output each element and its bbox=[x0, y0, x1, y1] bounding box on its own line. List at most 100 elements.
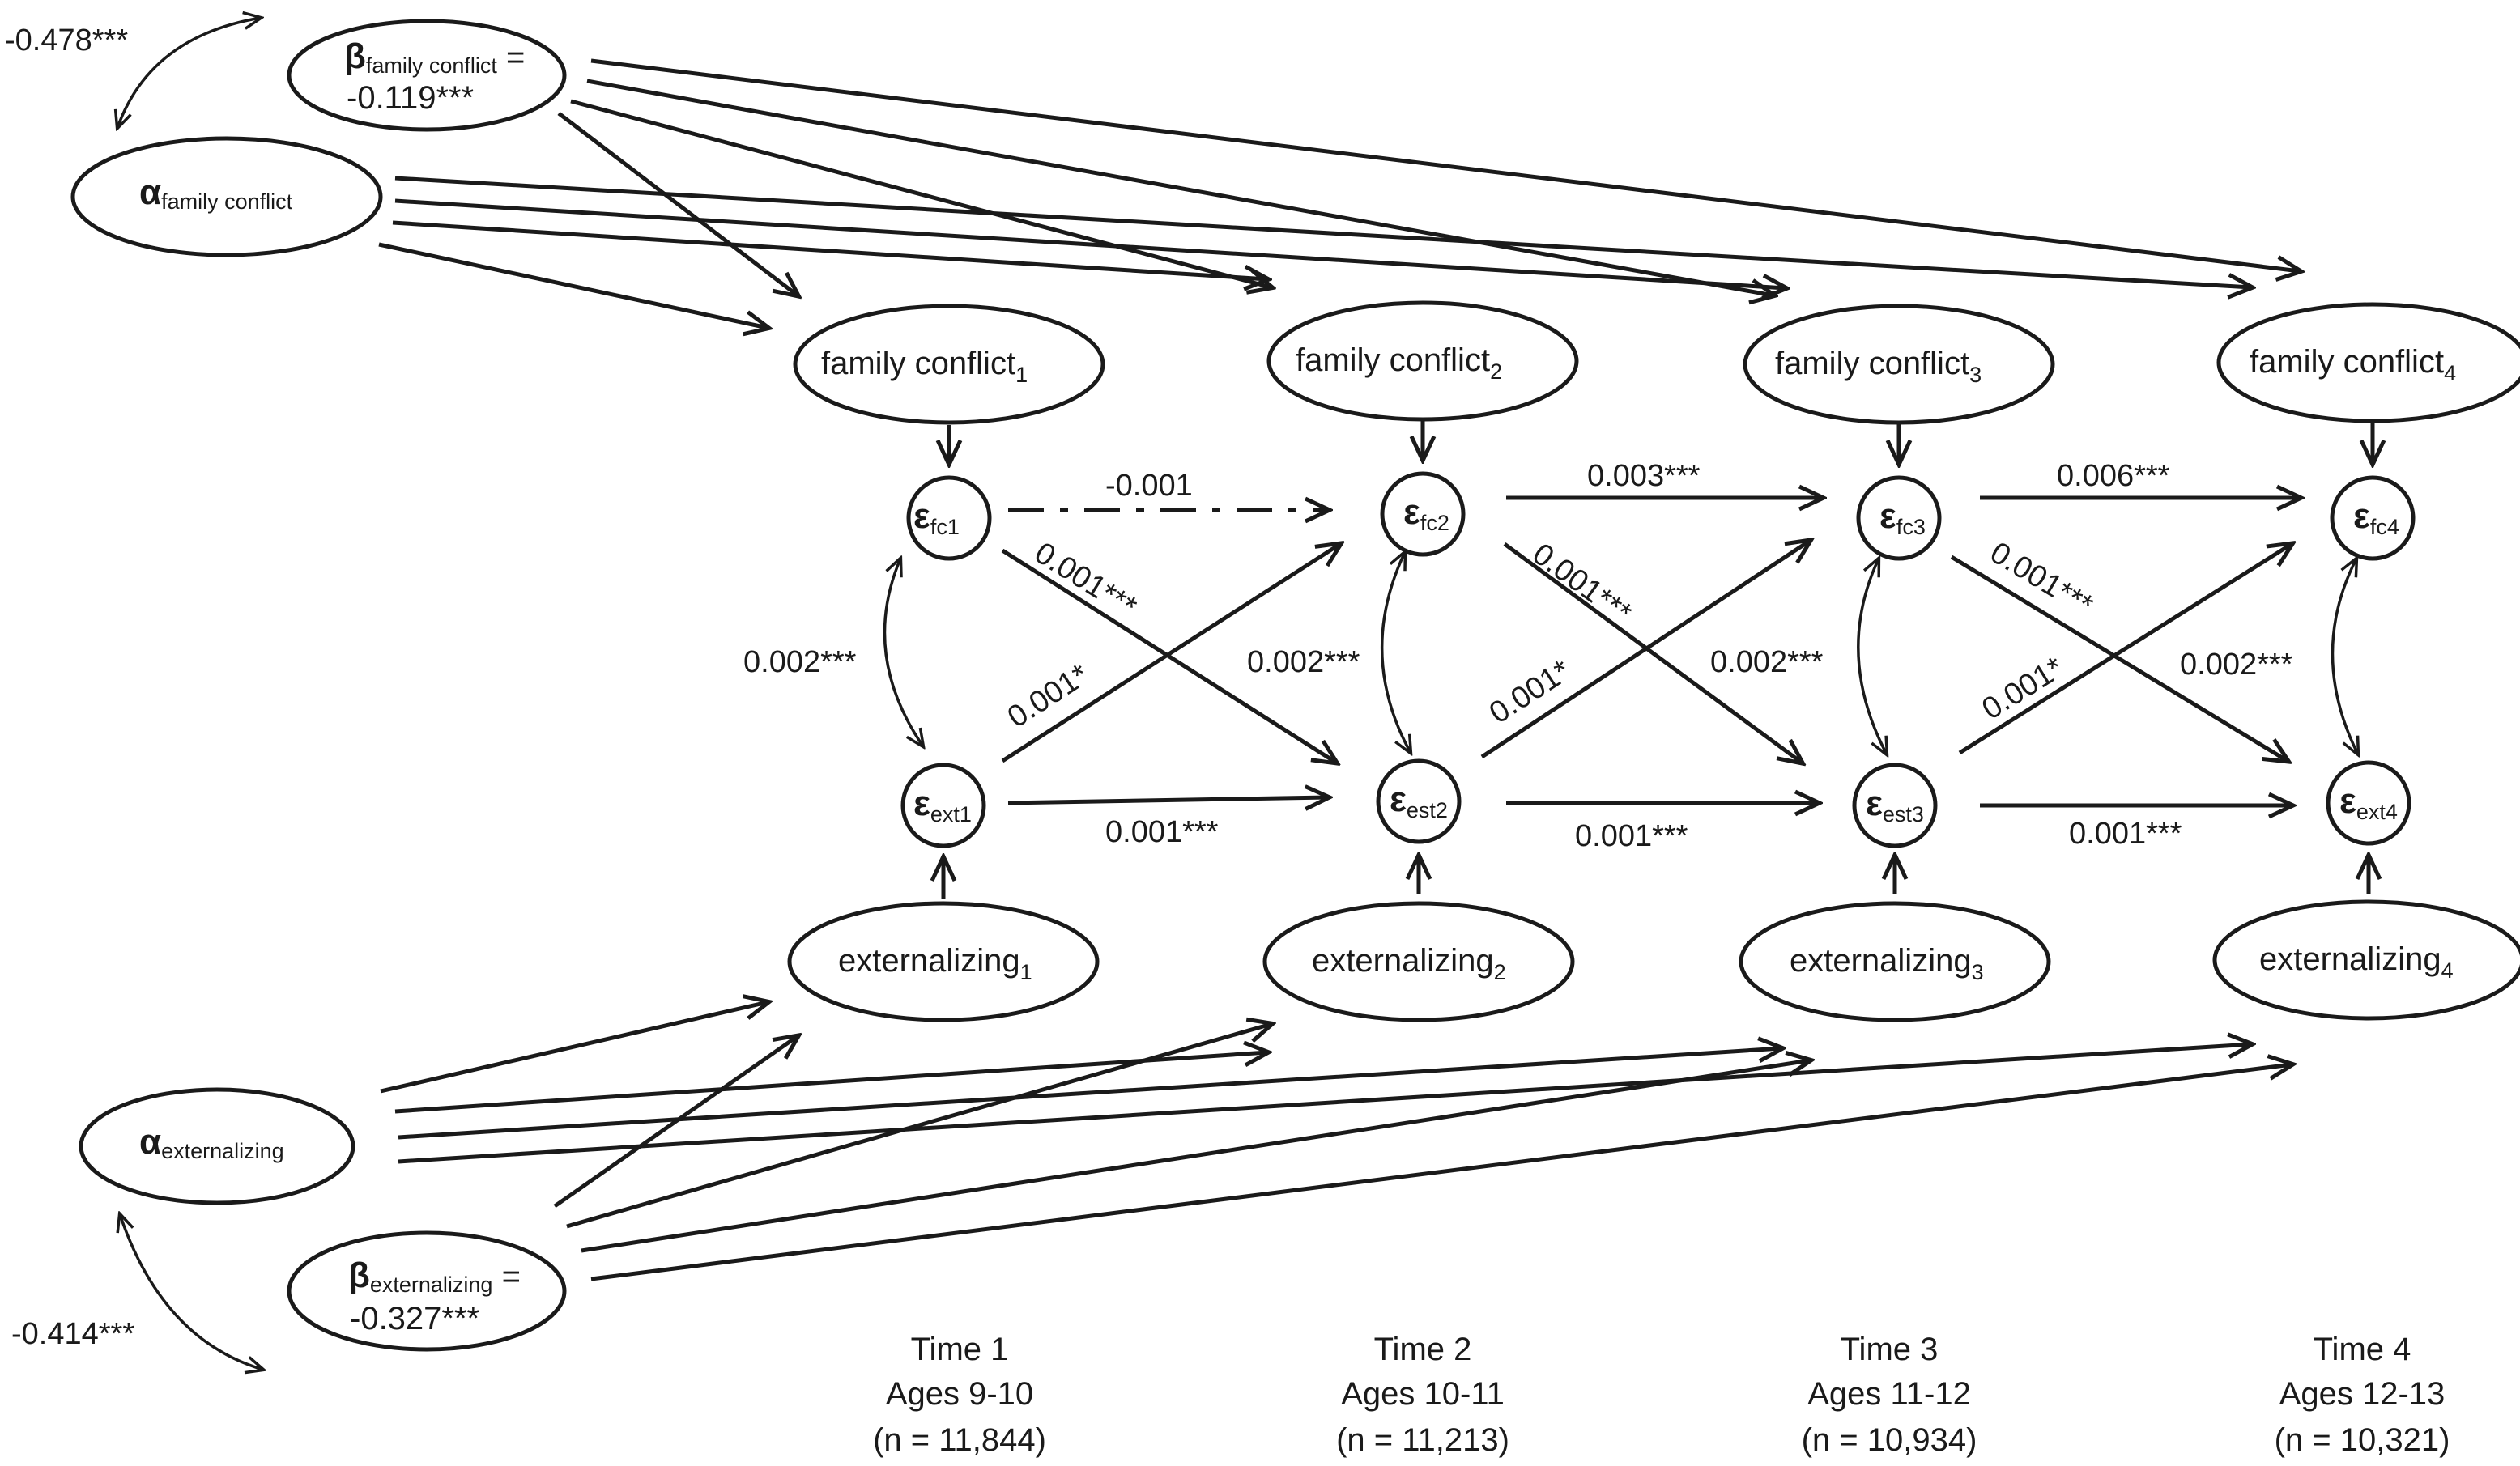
ext1-to-fc2-label: 0.001* bbox=[1002, 657, 1095, 734]
family-conflict-3-node: family conflict3 bbox=[1743, 304, 2055, 425]
within-cov-2-label: 0.002*** bbox=[1247, 645, 1360, 679]
within-cov-1 bbox=[883, 559, 923, 746]
eps-ext1-subscript: ext1 bbox=[930, 802, 972, 826]
time-3-label: Time 3 bbox=[1841, 1332, 1939, 1367]
fc4-label: family conflict bbox=[2250, 344, 2444, 380]
eps-ext2-subscript: est2 bbox=[1407, 798, 1448, 822]
beta-fc-value: -0.119*** bbox=[347, 80, 474, 116]
svg-text:εfc4: εfc4 bbox=[2353, 496, 2399, 539]
fc3-to-ext4 bbox=[1950, 555, 2288, 761]
residual-ext1-node: εext1 bbox=[900, 763, 986, 848]
fc1-index: 1 bbox=[1015, 363, 1028, 387]
fc1-label: family conflict bbox=[821, 346, 1015, 381]
alpha-fc-symbol: α bbox=[139, 172, 161, 212]
beta-fc-equals: = bbox=[497, 40, 525, 75]
time-3-n: (n = 10,934) bbox=[1802, 1422, 1977, 1458]
ext-auto-3-4-label: 0.001*** bbox=[2069, 817, 2182, 851]
time-1-label: Time 1 bbox=[911, 1332, 1009, 1367]
time-4-n: (n = 10,321) bbox=[2275, 1422, 2450, 1458]
externalizing-1-node: externalizing1 bbox=[787, 901, 1100, 1022]
time-3-ages: Ages 11-12 bbox=[1807, 1376, 1971, 1412]
beta-ext-subscript: externalizing bbox=[370, 1273, 493, 1297]
svg-text:externalizing1: externalizing1 bbox=[838, 943, 1032, 984]
eps-fc4-symbol: ε bbox=[2353, 496, 2370, 536]
time-1-n: (n = 11,844) bbox=[873, 1422, 1046, 1458]
time-2-ages: Ages 10-11 bbox=[1341, 1376, 1505, 1412]
alpha-fc-to-fc2 bbox=[392, 220, 1267, 279]
residual-ext4-node: εext4 bbox=[2326, 760, 2411, 846]
eps-ext2-symbol: ε bbox=[1390, 780, 1407, 819]
timepoint-3: Time 3 Ages 11-12 (n = 10,934) bbox=[1802, 1332, 1977, 1458]
nodes: βfamily conflict = -0.119*** αfamily con… bbox=[70, 19, 2520, 1352]
edges bbox=[117, 18, 2373, 1370]
fc-auto-3-4-label: 0.006*** bbox=[2057, 459, 2170, 493]
eps-ext3-subscript: est3 bbox=[1883, 802, 1924, 826]
beta-ext-value: -0.327*** bbox=[350, 1301, 479, 1336]
fc3-index: 3 bbox=[1969, 363, 1982, 387]
cov-fc-label: -0.478*** bbox=[5, 23, 128, 57]
residual-ext2-node: εest2 bbox=[1376, 758, 1462, 844]
residual-fc4-node: εfc4 bbox=[2330, 475, 2416, 561]
alpha-family-conflict-node: αfamily conflict bbox=[70, 136, 383, 257]
alpha-ext-to-ext4 bbox=[398, 1044, 2251, 1164]
within-cov-3 bbox=[1857, 559, 1887, 754]
within-cov-4-label: 0.002*** bbox=[2180, 648, 2293, 682]
alpha-externalizing-node: αexternalizing bbox=[79, 1087, 355, 1205]
ext4-index: 4 bbox=[2441, 958, 2454, 983]
fc-auto-1-2-label: -0.001 bbox=[1105, 469, 1193, 503]
alpha-fc-to-fc3 bbox=[394, 198, 1786, 288]
eps-ext3-symbol: ε bbox=[1866, 784, 1883, 823]
alpha-ext-to-ext1 bbox=[380, 1002, 768, 1094]
family-conflict-1-node: family conflict1 bbox=[793, 304, 1105, 425]
beta-ext-symbol: β bbox=[348, 1256, 370, 1295]
cov-alpha-beta-ext bbox=[120, 1214, 263, 1370]
ext-auto-1-2 bbox=[1007, 797, 1328, 803]
within-cov-4 bbox=[2331, 559, 2358, 754]
ext2-to-fc3-label: 0.001* bbox=[1483, 653, 1577, 730]
residual-ext3-node: εest3 bbox=[1852, 763, 1938, 848]
ext3-label: externalizing bbox=[1790, 943, 1972, 979]
fc3-label: family conflict bbox=[1775, 346, 1969, 381]
beta-fc-subscript: family conflict bbox=[366, 53, 498, 78]
fc1-to-ext2 bbox=[1001, 548, 1336, 763]
svg-text:family conflict4: family conflict4 bbox=[2250, 344, 2456, 385]
ext2-to-fc3 bbox=[1480, 541, 1810, 759]
ext1-index: 1 bbox=[1020, 960, 1032, 984]
svg-text:εest3: εest3 bbox=[1866, 784, 1924, 826]
alpha-ext-symbol: α bbox=[139, 1122, 161, 1162]
family-conflict-4-node: family conflict4 bbox=[2216, 302, 2520, 423]
beta-fc-symbol: β bbox=[344, 36, 366, 76]
time-2-label: Time 2 bbox=[1374, 1332, 1472, 1367]
timepoint-labels: Time 1 Ages 9-10 (n = 11,844) Time 2 Age… bbox=[873, 1332, 2450, 1458]
residual-fc3-node: εfc3 bbox=[1856, 475, 1942, 561]
alpha-ext-to-ext3 bbox=[398, 1048, 1781, 1140]
svg-text:externalizing2: externalizing2 bbox=[1312, 943, 1506, 984]
eps-fc1-subscript: fc1 bbox=[930, 515, 960, 539]
timepoint-4: Time 4 Ages 12-13 (n = 10,321) bbox=[2275, 1332, 2450, 1458]
svg-text:family conflict3: family conflict3 bbox=[1775, 346, 1982, 387]
eps-fc2-subscript: fc2 bbox=[1420, 511, 1449, 535]
beta-ext-to-ext3 bbox=[581, 1060, 1810, 1253]
eps-ext4-symbol: ε bbox=[2339, 781, 2356, 821]
fc4-index: 4 bbox=[2444, 361, 2456, 385]
time-2-n: (n = 11,213) bbox=[1336, 1422, 1509, 1458]
family-conflict-2-node: family conflict2 bbox=[1266, 300, 1579, 422]
externalizing-2-node: externalizing2 bbox=[1262, 901, 1575, 1022]
alpha-fc-to-fc1 bbox=[378, 242, 768, 328]
fc2-to-ext3-label: 0.001*** bbox=[1526, 537, 1638, 631]
time-4-ages: Ages 12-13 bbox=[2279, 1376, 2446, 1412]
svg-text:εext1: εext1 bbox=[913, 784, 972, 826]
ext2-index: 2 bbox=[1494, 960, 1506, 984]
eps-fc2-symbol: ε bbox=[1403, 492, 1420, 532]
fc-auto-2-3-label: 0.003*** bbox=[1587, 459, 1701, 493]
beta-ext-to-ext2 bbox=[566, 1024, 1271, 1229]
alpha-ext-to-ext2 bbox=[394, 1052, 1267, 1114]
within-cov-1-label: 0.002*** bbox=[743, 645, 857, 679]
svg-text:εext4: εext4 bbox=[2339, 781, 2398, 824]
alpha-fc-to-fc4 bbox=[394, 176, 2251, 287]
alpha-ext-subscript: externalizing bbox=[161, 1139, 284, 1163]
eps-fc3-symbol: ε bbox=[1879, 496, 1896, 536]
ext3-to-fc4 bbox=[1958, 544, 2292, 755]
timepoint-1: Time 1 Ages 9-10 (n = 11,844) bbox=[873, 1332, 1046, 1458]
